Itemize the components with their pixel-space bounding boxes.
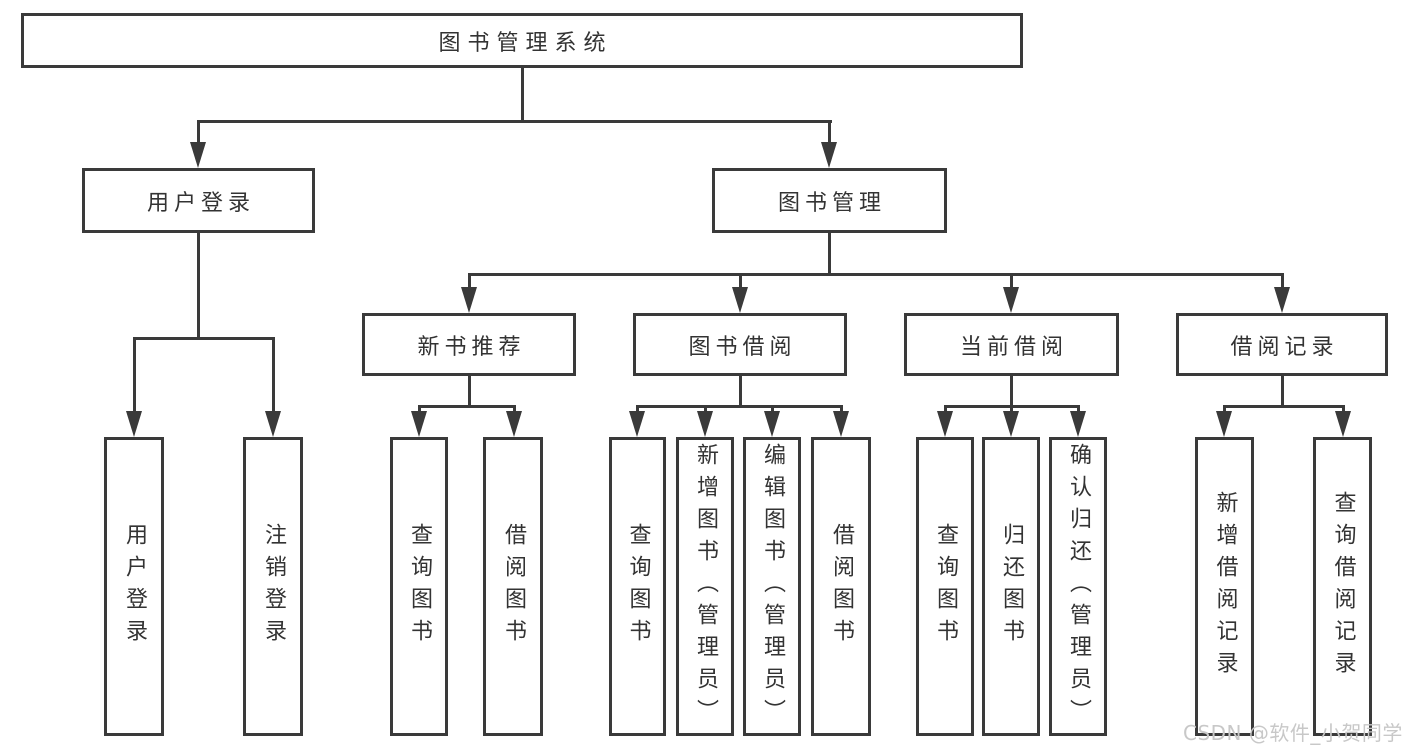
connector-line [827, 120, 831, 150]
arrowhead-down-icon [732, 287, 748, 313]
arrowhead-down-icon [937, 411, 953, 437]
node-new-book-recommendation: 新书推荐 [362, 313, 576, 376]
arrowhead-down-icon [764, 411, 780, 437]
connector-line [1009, 376, 1013, 408]
leaf-borrow-books-borrowing: 借阅图书 [811, 437, 871, 736]
leaf-borrow-books-recommend: 借阅图书 [483, 437, 543, 736]
connector-line [1280, 273, 1284, 295]
arrowhead-down-icon [190, 142, 206, 168]
arrowhead-down-icon [821, 142, 837, 168]
connector-line [132, 337, 136, 419]
arrowhead-down-icon [1274, 287, 1290, 313]
arrowhead-down-icon [411, 411, 427, 437]
arrowhead-down-icon [833, 411, 849, 437]
node-user-login: 用户登录 [82, 168, 315, 233]
connector-line [196, 120, 200, 150]
arrowhead-down-icon [1003, 411, 1019, 437]
connector-line [520, 68, 524, 122]
arrowhead-down-icon [1216, 411, 1232, 437]
leaf-edit-book-admin: 编辑图书（管理员） [743, 437, 801, 736]
leaf-query-books-borrowing: 查询图书 [609, 437, 666, 736]
connector-line [1009, 273, 1013, 295]
leaf-add-book-admin: 新增图书（管理员） [676, 437, 734, 736]
node-borrowing-records: 借阅记录 [1176, 313, 1388, 376]
arrowhead-down-icon [126, 411, 142, 437]
connector-line [1223, 405, 1345, 408]
leaf-logout: 注销登录 [243, 437, 303, 736]
arrowhead-down-icon [629, 411, 645, 437]
node-current-borrowing: 当前借阅 [904, 313, 1119, 376]
arrowhead-down-icon [506, 411, 522, 437]
connector-line [738, 376, 742, 408]
leaf-confirm-return-admin: 确认归还（管理员） [1049, 437, 1107, 736]
connector-line [468, 273, 1284, 276]
node-library-management-system: 图书管理系统 [21, 13, 1023, 68]
arrowhead-down-icon [265, 411, 281, 437]
connector-line [197, 120, 832, 123]
connector-line [467, 273, 471, 295]
leaf-query-books-current: 查询图书 [916, 437, 974, 736]
connector-line [418, 405, 516, 408]
arrowhead-down-icon [697, 411, 713, 437]
connector-line [271, 337, 275, 419]
leaf-add-borrow-record: 新增借阅记录 [1195, 437, 1254, 736]
arrowhead-down-icon [1070, 411, 1086, 437]
arrowhead-down-icon [1003, 287, 1019, 313]
node-book-borrowing: 图书借阅 [633, 313, 847, 376]
leaf-user-login: 用户登录 [104, 437, 164, 736]
csdn-watermark: CSDN @软件_小贺同学 [1183, 721, 1403, 745]
connector-line [196, 233, 200, 340]
arrowhead-down-icon [1335, 411, 1351, 437]
connector-line [827, 233, 831, 276]
arrowhead-down-icon [461, 287, 477, 313]
leaf-return-book: 归还图书 [982, 437, 1040, 736]
connector-line [133, 337, 275, 340]
connector-line [1280, 376, 1284, 408]
node-book-management: 图书管理 [712, 168, 947, 233]
leaf-query-borrow-record: 查询借阅记录 [1313, 437, 1372, 736]
connector-line [738, 273, 742, 295]
connector-line [467, 376, 471, 408]
connector-line [636, 405, 843, 408]
leaf-query-books-recommend: 查询图书 [390, 437, 448, 736]
